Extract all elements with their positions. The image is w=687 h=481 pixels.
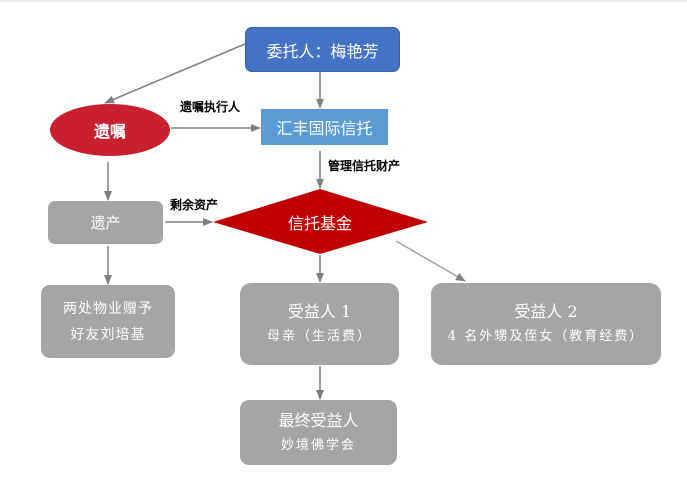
will-node[interactable]: 遗嘱 [50, 104, 170, 156]
gift-line2: 好友刘培基 [70, 326, 146, 343]
beneficiary2-node[interactable]: 受益人 2 4 名外甥及侄女（教育经费） [431, 283, 661, 365]
will-label: 遗嘱 [93, 122, 126, 141]
final-beneficiary-node[interactable]: 最终受益人 妙境佛学会 [240, 400, 397, 465]
trust-fund-diamond[interactable] [213, 189, 428, 254]
final-beneficiary-title: 最终受益人 [278, 410, 359, 430]
edge-grantor-will [104, 43, 246, 104]
edge-label-residual: 剩余资产 [170, 198, 219, 212]
estate-label: 遗产 [90, 214, 121, 232]
trustee-node[interactable]: 汇丰国际信托 [261, 109, 388, 145]
edge-fund-ben2 [395, 240, 466, 282]
beneficiary2-subtitle: 4 名外甥及侄女（教育经费） [447, 329, 645, 344]
beneficiary1-title: 受益人 1 [287, 302, 352, 321]
trustee-label: 汇丰国际信托 [276, 119, 373, 138]
grantor-node[interactable]: 委托人：梅艳芳 [245, 27, 400, 72]
beneficiary1-node[interactable]: 受益人 1 母亲（生活费） [240, 283, 399, 365]
beneficiary1-subtitle: 母亲（生活费） [266, 329, 372, 344]
edge-label-executor: 遗嘱执行人 [180, 100, 241, 114]
estate-node[interactable]: 遗产 [48, 201, 163, 244]
gift-line1: 两处物业赠予 [63, 300, 153, 317]
beneficiary2-title: 受益人 2 [514, 302, 578, 321]
trust-fund-label: 信托基金 [287, 214, 352, 233]
final-beneficiary-subtitle: 妙境佛学会 [280, 437, 356, 453]
gift-node[interactable]: 两处物业赠予 好友刘培基 [41, 285, 175, 358]
grantor-label: 委托人：梅艳芳 [266, 41, 379, 61]
edge-label-manage: 管理信托财产 [328, 159, 401, 173]
top-border [0, 0, 687, 2]
